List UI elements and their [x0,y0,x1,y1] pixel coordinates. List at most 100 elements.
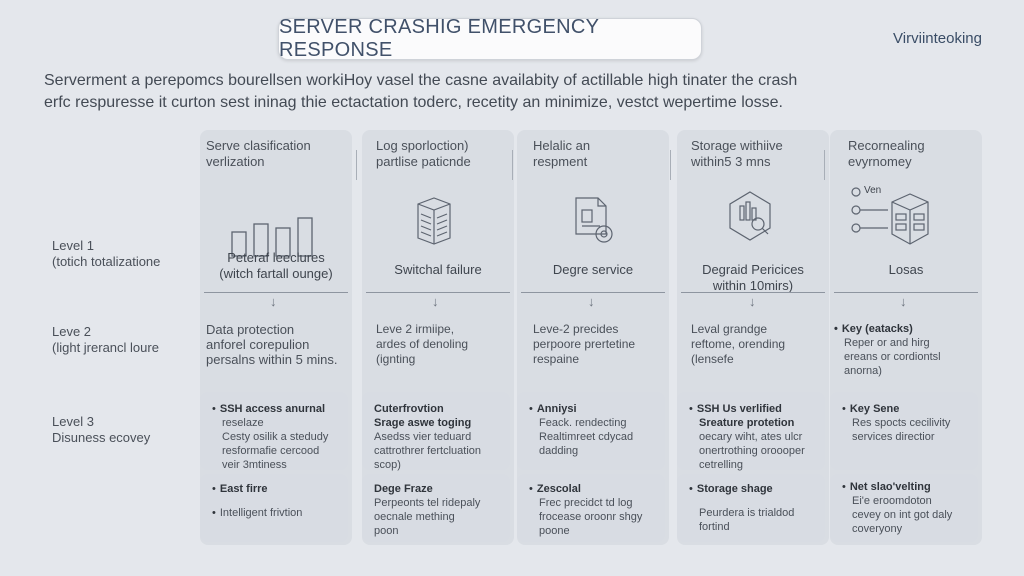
page-title-text: SERVER CRASHIG EMERGENCY RESPONSE [279,16,599,61]
server-bars-icon [228,210,313,266]
column-3-header: Helalic an respment [533,138,685,170]
card-item-line: Frec precidct td log [539,497,633,509]
card-item-line: cetrelling [699,459,744,471]
card-item-title-text: East firre [219,483,268,495]
bullet: • [842,481,846,493]
column-2-level-3-card-bottom: Dege Fraze Perpeonts tel ridepaly oecnal… [362,474,510,542]
card-item-line: dadding [539,445,579,457]
column-divider [356,150,357,180]
card-item-title: •Zescolal [529,482,659,496]
page-title: SERVER CRASHIG EMERGENCY RESPONSE [278,16,702,61]
column-4-level-3-card: •SSH Us verlified Sreature protetion oec… [677,392,825,472]
card-item-line: services directior [852,431,935,443]
column-divider [824,150,825,180]
column-5-level-2-line: anorna) [844,365,882,377]
card-item-line: oecnale mething [374,511,455,523]
card-item: Cuterfrovtion Srage aswe toging Asedss v… [374,402,504,472]
card-item-title-text: Cuterfrovtion [374,403,444,415]
bullet: • [212,483,216,495]
column-2-level-2-text: Leve 2 irmiipe, ardes of denoling (ignti… [376,322,512,367]
column-2-level-1-text: Switchal failure [362,262,514,278]
level-1-title: Level 1 [52,238,94,253]
column-5-level-2-line: Reper or and hirg [844,337,930,349]
column-1-level-1-line: (witch fartall ounge) [219,266,333,281]
card-item-line: oecary wiht, ates ulcr [699,431,803,443]
intro-line-1: Serverment a perepomcs bourellsen workiH… [44,72,798,89]
column-5-level-2-text: •Key (eatacks) Reper or and hirg ereans … [834,322,980,378]
level-separator-line [521,292,665,293]
level-1-label: Level 1 (totich totalizatione [52,238,192,270]
card-item-line: cattrothrer fertcluation [374,445,481,457]
column-5-level-3-card: •Key Sene Res spocts cecilivity services… [830,392,978,470]
level-separator-line [204,292,348,293]
card-item-title: •Intelligent frivtion [212,506,342,520]
bullet: • [842,403,846,415]
arrow-down-icon: ↓ [900,294,907,309]
column-5-level-2-title-text: Key (eatacks) [841,323,913,335]
column-1-level-2-line: Data protection [206,322,295,337]
card-item-line: fortind [699,521,730,533]
level-3-subtitle: Disuness ecovey [52,430,151,445]
bullet: • [212,403,216,415]
column-2-header-line: partlise paticnde [376,154,471,169]
column-3-header-line: respment [533,154,588,169]
card-item-line: Cesty osilik a stedudy [222,431,329,443]
column-4-level-1-line: within 10mirs) [712,278,794,293]
server-rack-icon [412,196,472,252]
card-item-line: Srage aswe toging [374,417,472,429]
card-item-title: •SSH access anurnal [212,402,342,416]
column-5-level-2-line: ereans or cordiontsl [844,351,941,363]
bullet: • [212,507,216,519]
card-item: Peurdera is trialdod fortind [689,506,819,534]
column-3-level-3-card-bottom: •Zescolal Frec precidct td log frocease … [517,474,665,542]
column-3-level-3-card: •Anniysi Feack. rendecting Realtimreet c… [517,392,665,470]
card-item-title-text: Net slao'velting [849,481,931,493]
column-1-header-line: Serve clasification [206,138,311,153]
card-item: •SSH Us verlified Sreature protetion oec… [689,402,819,472]
card-item-title-text: Intelligent frivtion [219,507,303,519]
level-separator-line [366,292,510,293]
card-item-line: Ei'e eroomdoton [852,495,932,507]
card-item-title: •Anniysi [529,402,659,416]
server-cube-icon: Ven [848,184,938,254]
column-divider [512,150,513,180]
card-item: •Zescolal Frec precidct td log frocease … [529,482,659,538]
card-item-title: Cuterfrovtion [374,402,504,416]
column-3-level-2-line: perpoore prertetine [533,337,636,351]
level-separator-line [681,292,825,293]
card-item-line: Feack. rendecting [539,417,627,429]
column-4-header: Storage withiive within5 3 mns [691,138,843,170]
column-4-level-2-text: Leval grandge reftome, orending (lensefe [691,322,827,367]
column-4-level-3-card-bottom: •Storage shage Peurdera is trialdod fort… [677,474,825,542]
card-item-line: coveryony [852,523,903,535]
column-5-header-line: evyrnomey [848,154,912,169]
level-2-subtitle: (light jrerancl loure [52,340,159,355]
column-1-level-2-line: persalns within 5 mins. [206,352,338,367]
bullet: • [529,483,533,495]
column-4-level-2-line: Leval grandge [691,322,768,336]
card-item-title-text: Key Sene [849,403,900,415]
column-2-level-2-line: Leve 2 irmiipe, [376,322,455,336]
intro-paragraph: Serverment a perepomcs bourellsen workiH… [44,70,884,114]
arrow-down-icon: ↓ [270,294,277,309]
column-2-header: Log sporloction) partlise paticnde [376,138,528,170]
card-item-line: poone [539,525,570,537]
card-item-title: •Net slao'velting [842,480,972,494]
column-4-level-1-line: Degraid Pericices [702,262,804,277]
card-item: •Storage shage [689,482,819,496]
brand-logo-text: Virviinteoking [893,30,982,47]
level-3-title: Level 3 [52,414,94,429]
card-item-title-text: SSH Us verlified [696,403,782,415]
column-4-level-1-text: Degraid Pericices within 10mirs) [677,262,829,294]
level-3-label: Level 3 Disuness ecovey [52,414,192,446]
level-separator-line [834,292,978,293]
card-item-line: Res spocts cecilivity [852,417,951,429]
column-1-level-3-card-bottom: •East firre •Intelligent frivtion [200,474,348,542]
card-item-line: Perpeonts tel ridepaly [374,497,481,509]
column-5-header-line: Recornealing [848,138,925,153]
column-5-level-1-line: Losas [888,262,924,277]
card-item: •Net slao'velting Ei'e eroomdoton cevey … [842,480,972,536]
card-item: Dege Fraze Perpeonts tel ridepaly oecnal… [374,482,504,538]
column-5-header: Recornealing evyrnomey [848,138,1000,170]
card-item: •East firre [212,482,342,496]
